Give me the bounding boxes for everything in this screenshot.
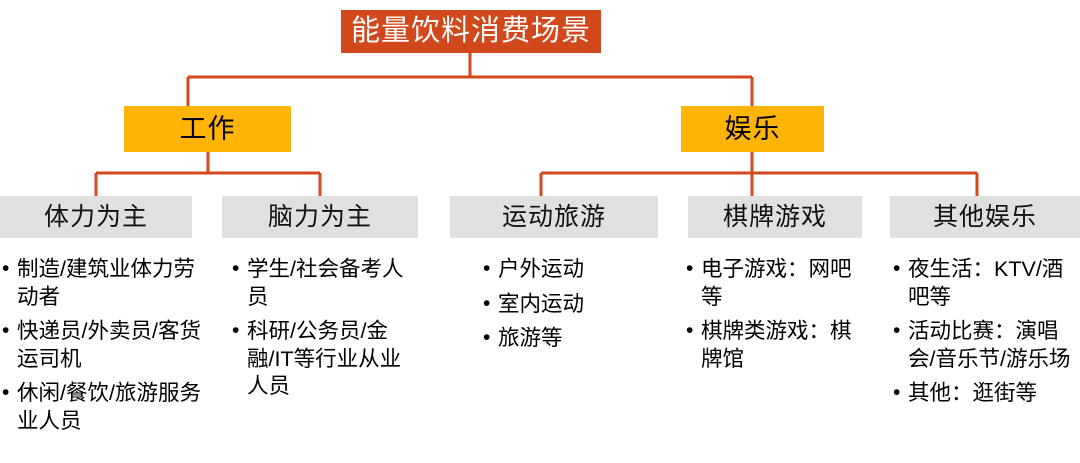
detail-list-sports-travel: 户外运动 室内运动 旅游等: [483, 256, 653, 360]
detail-list-other-entertainment: 夜生活：KTV/酒吧等 活动比赛：演唱会/音乐节/游乐场 其他：逛街等: [893, 256, 1075, 415]
detail-list-physical-labor: 制造/建筑业体力劳动者 快递员/外卖员/客货运司机 休闲/餐饮/旅游服务业人员: [2, 256, 202, 442]
node-physical-labor[interactable]: 体力为主: [0, 196, 192, 238]
detail-list-mental-labor: 学生/社会备考人员 科研/公务员/金融/IT等行业从业人员: [232, 256, 418, 408]
list-item: 学生/社会备考人员: [232, 256, 418, 311]
node-root-label: 能量饮料消费场景: [350, 15, 591, 47]
node-other-entertainment-label: 其他娱乐: [932, 202, 1037, 231]
list-item: 旅游等: [483, 325, 653, 353]
list-item: 电子游戏：网吧等: [686, 256, 862, 311]
list-item: 棋牌类游戏：棋牌馆: [686, 318, 862, 373]
node-work[interactable]: 工作: [124, 106, 291, 152]
node-physical-labor-label: 体力为主: [43, 202, 148, 231]
list-item: 制造/建筑业体力劳动者: [2, 256, 202, 311]
detail-list-board-games: 电子游戏：网吧等 棋牌类游戏：棋牌馆: [686, 256, 862, 380]
node-sports-travel[interactable]: 运动旅游: [450, 196, 658, 238]
list-item: 夜生活：KTV/酒吧等: [893, 256, 1075, 311]
list-item: 户外运动: [483, 256, 653, 284]
node-entertainment[interactable]: 娱乐: [681, 106, 824, 152]
list-item: 其他：逛街等: [893, 380, 1075, 408]
node-entertainment-label: 娱乐: [724, 113, 781, 144]
node-mental-labor-label: 脑力为主: [267, 202, 372, 231]
node-board-games[interactable]: 棋牌游戏: [688, 196, 862, 238]
list-item: 科研/公务员/金融/IT等行业从业人员: [232, 318, 418, 401]
node-board-games-label: 棋牌游戏: [722, 202, 827, 231]
list-item: 休闲/餐饮/旅游服务业人员: [2, 380, 202, 435]
node-work-label: 工作: [179, 113, 236, 144]
node-other-entertainment[interactable]: 其他娱乐: [890, 196, 1080, 238]
list-item: 活动比赛：演唱会/音乐节/游乐场: [893, 318, 1075, 373]
node-sports-travel-label: 运动旅游: [501, 202, 606, 231]
list-item: 室内运动: [483, 291, 653, 319]
node-root[interactable]: 能量饮料消费场景: [341, 10, 601, 53]
list-item: 快递员/外卖员/客货运司机: [2, 318, 202, 373]
node-mental-labor[interactable]: 脑力为主: [222, 196, 418, 238]
